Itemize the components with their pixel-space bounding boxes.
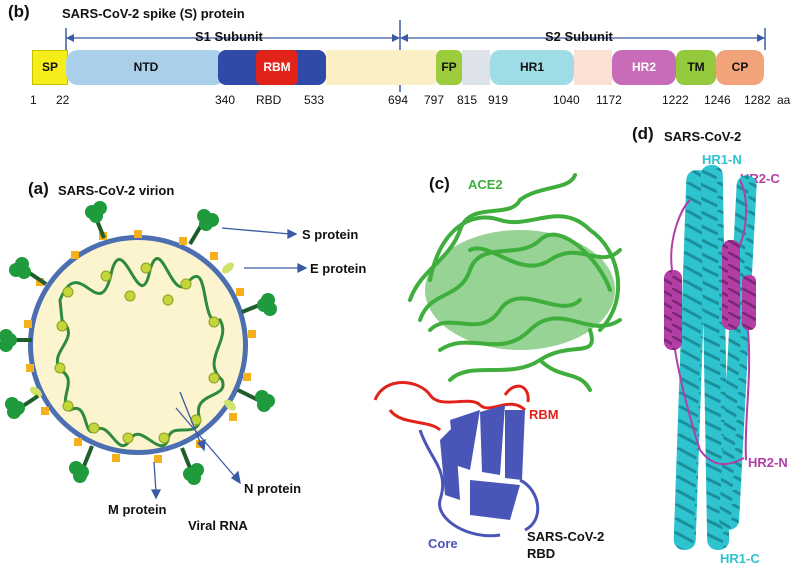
figure: (b) SARS-CoV-2 spike (S) protein S1 Subu… (0, 0, 800, 569)
six-helix-bundle (0, 0, 800, 569)
